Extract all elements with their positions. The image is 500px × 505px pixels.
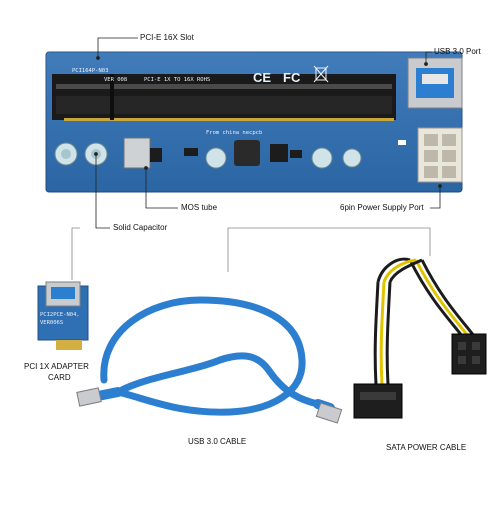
label-solid-capacitor: Solid Capacitor <box>113 223 168 232</box>
pcie-16x-slot <box>52 74 396 121</box>
label-usb-port: USB 3.0 Port <box>434 47 481 56</box>
adapter-card: PCI2PCE-N04, VER006S <box>37 281 89 350</box>
svg-text:FC: FC <box>283 70 301 85</box>
connection-lines <box>71 227 431 280</box>
sata-cable <box>353 257 487 419</box>
riser-board: PCI164P-N03 VER 008 PCI-E 1X TO 16X ROHS… <box>45 51 463 193</box>
mos-tube <box>123 137 162 169</box>
label-sata-cable: SATA POWER CABLE <box>386 443 467 452</box>
leader-lines <box>94 37 442 229</box>
board-spec-text: PCI-E 1X TO 16X ROHS <box>144 77 210 83</box>
label-6pin-power: 6pin Power Supply Port <box>340 203 424 212</box>
board-origin-text: From china necpcb <box>206 130 262 136</box>
usb-port <box>407 57 463 109</box>
board-version-text: VER 008 <box>104 77 127 83</box>
weee-mark <box>313 65 329 83</box>
label-adapter-card-line1: PCI 1X ADAPTER <box>24 362 89 371</box>
label-usb-cable: USB 3.0 CABLE <box>188 437 247 446</box>
adapter-model-text: PCI2PCE-N04, <box>40 312 80 318</box>
label-mos-tube: MOS tube <box>181 203 218 212</box>
board-model-text: PCI164P-N03 <box>72 68 108 74</box>
label-pcie-slot: PCI-E 16X Slot <box>140 33 194 42</box>
adapter-version-text: VER006S <box>40 320 63 326</box>
ce-mark: CE <box>253 70 271 85</box>
label-adapter-card-line2: CARD <box>48 373 71 382</box>
usb-cable <box>76 296 343 424</box>
six-pin-port <box>417 127 463 183</box>
svg-text:CE: CE <box>253 70 271 85</box>
fc-mark: FC <box>283 70 301 85</box>
